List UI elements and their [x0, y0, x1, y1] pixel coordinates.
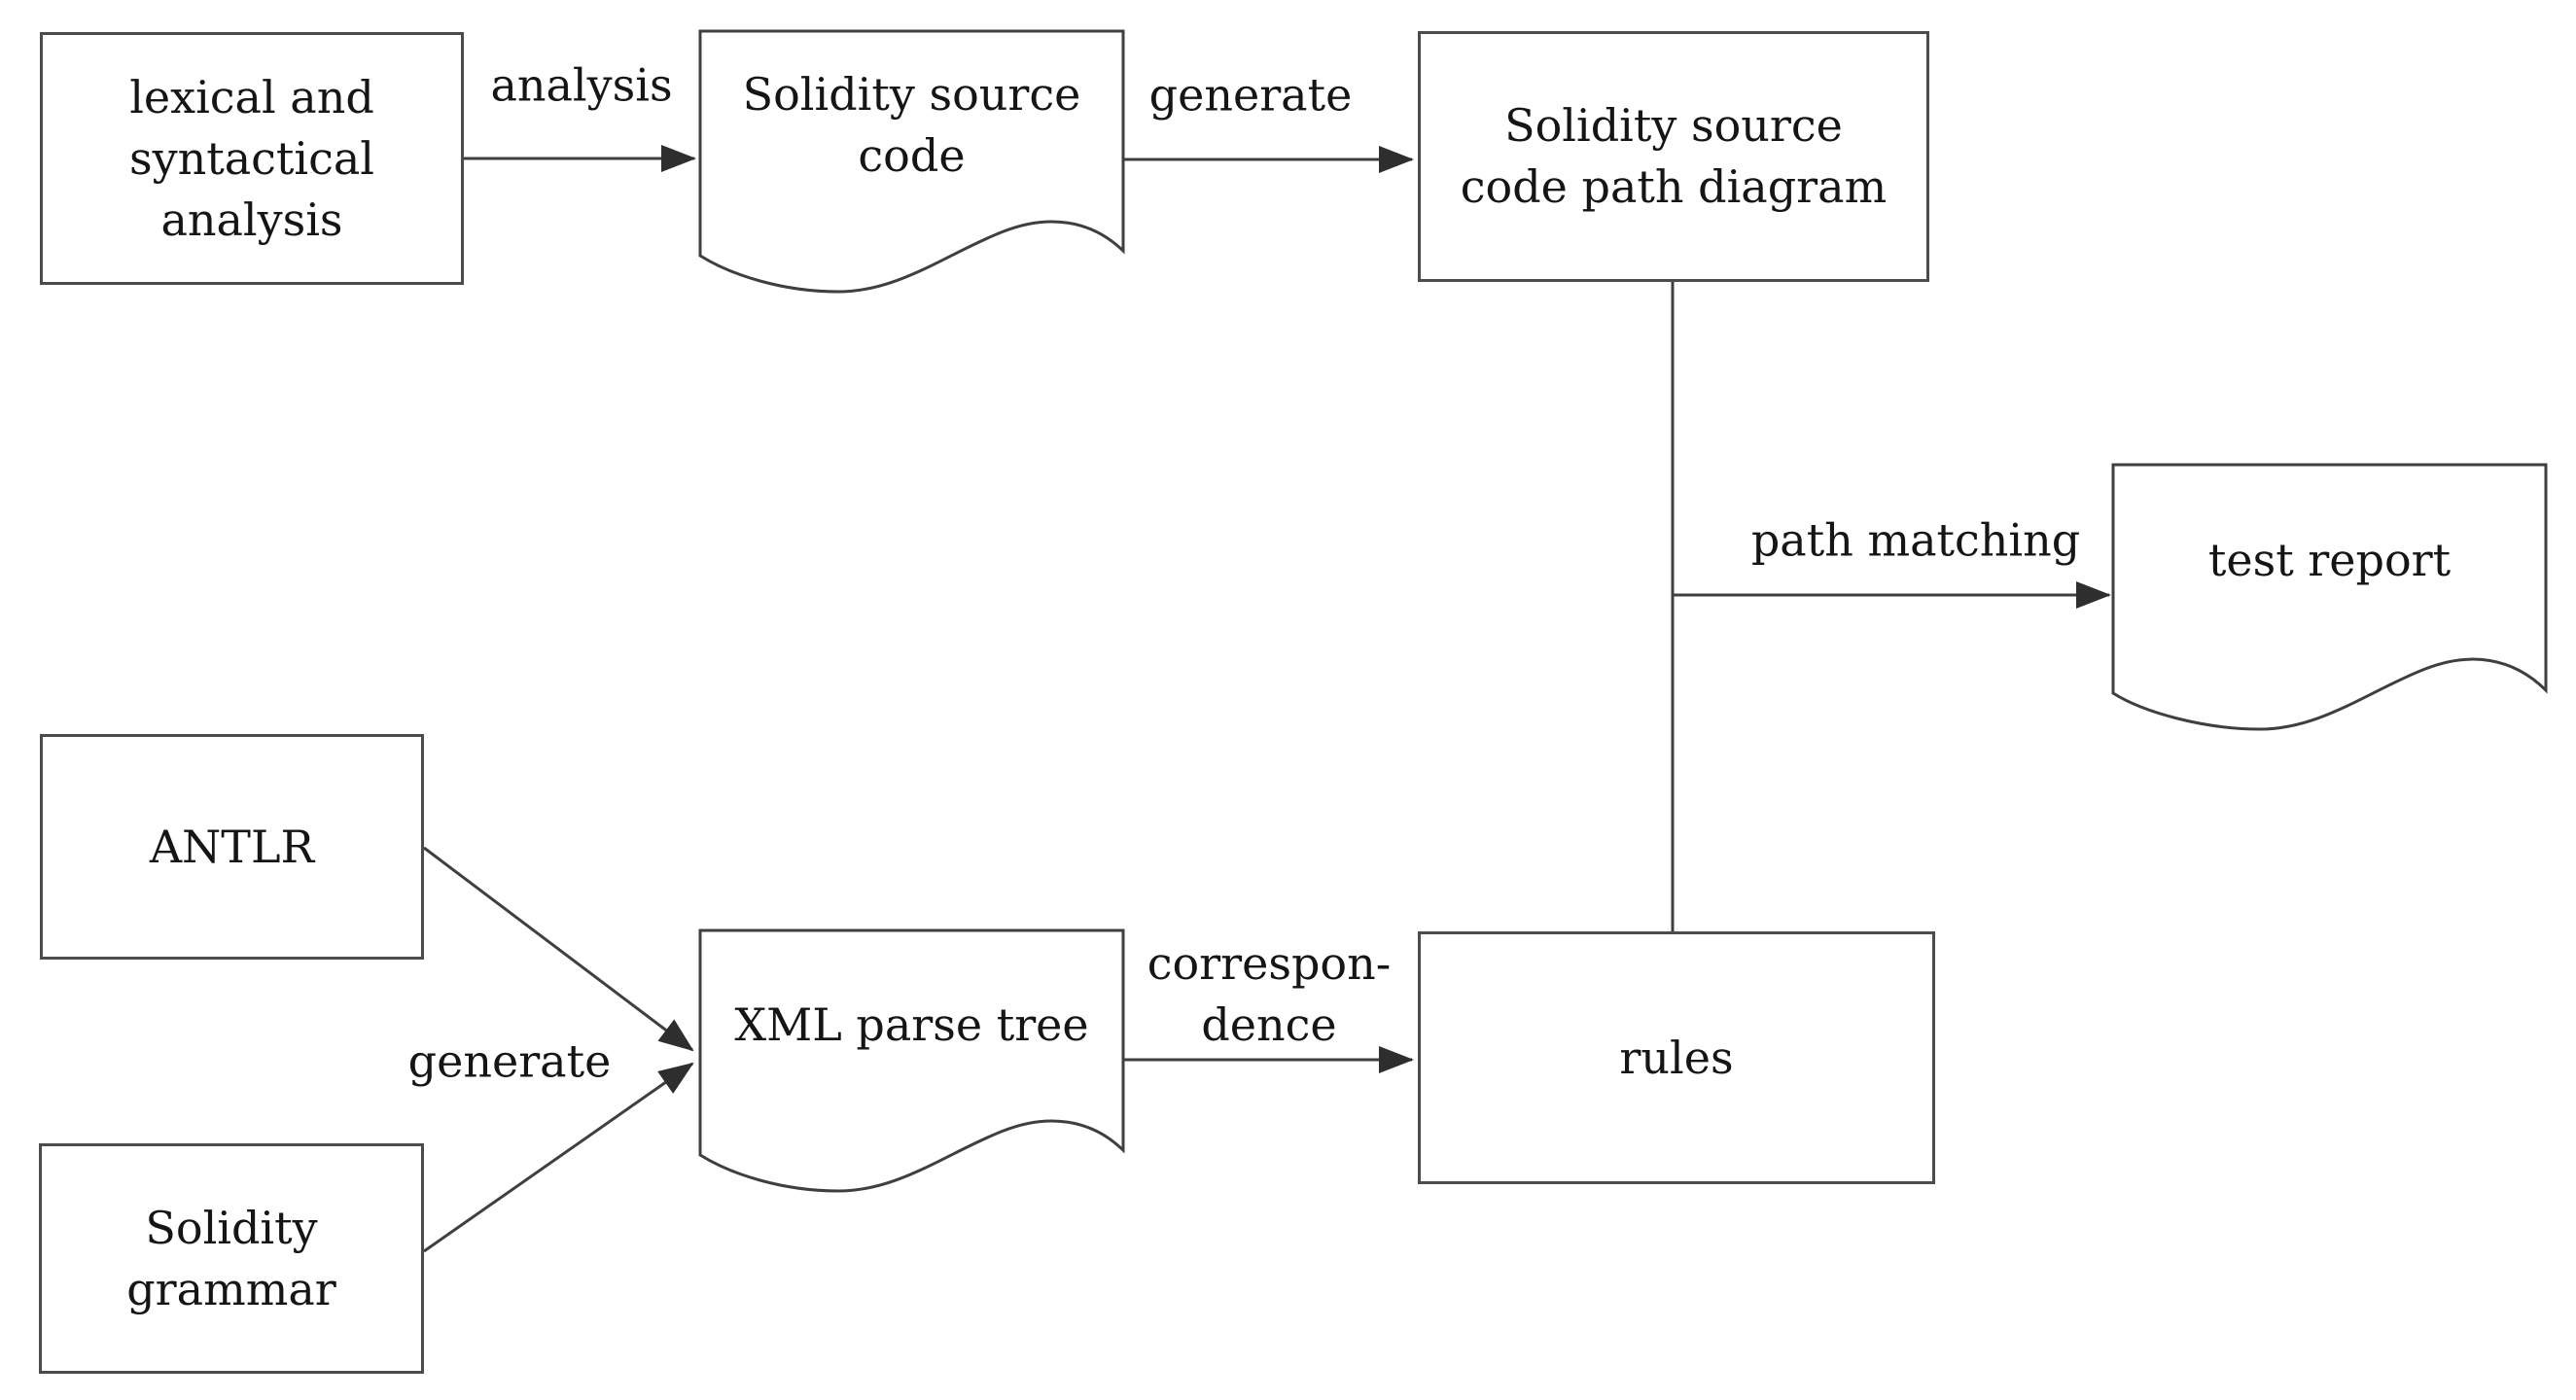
node-solidity-grammar-label: Solidity grammar — [126, 1201, 336, 1315]
node-lexical-syntactical-analysis-label: lexical and syntactical analysis — [129, 70, 374, 246]
node-solidity-grammar: Solidity grammar — [39, 1143, 424, 1374]
node-lexical-syntactical-analysis: lexical and syntactical analysis — [40, 32, 464, 285]
edge-correspondence-label: correspon- dence — [1147, 937, 1392, 1051]
node-solidity-source-code-label: Solidity source code — [742, 68, 1081, 182]
edge-antlr-generate-arrow — [423, 846, 694, 1052]
document-shape-solidity-source-code — [698, 29, 1125, 294]
node-antlr: ANTLR — [40, 734, 424, 960]
document-shape-test-report — [2111, 463, 2548, 731]
node-test-report-label: test report — [2207, 534, 2452, 586]
edge-generate-bottom-label: generate — [407, 1034, 612, 1088]
node-solidity-source-code-path-diagram-label: Solidity source code path diagram — [1460, 99, 1888, 213]
edge-grammar-generate-arrow — [423, 1062, 694, 1253]
document-shape-xml-parse-tree — [698, 928, 1125, 1193]
edge-analysis-label: analysis — [490, 58, 673, 112]
edge-generate-top-label: generate — [1148, 68, 1353, 122]
node-rules: rules — [1418, 931, 1935, 1184]
edge-path-matching-label: path matching — [1750, 513, 2081, 567]
node-solidity-source-code-path-diagram: Solidity source code path diagram — [1418, 31, 1929, 282]
node-rules-label: rules — [1619, 1031, 1734, 1084]
node-xml-parse-tree-label: XML parse tree — [734, 998, 1089, 1051]
node-antlr-label: ANTLR — [149, 820, 315, 873]
